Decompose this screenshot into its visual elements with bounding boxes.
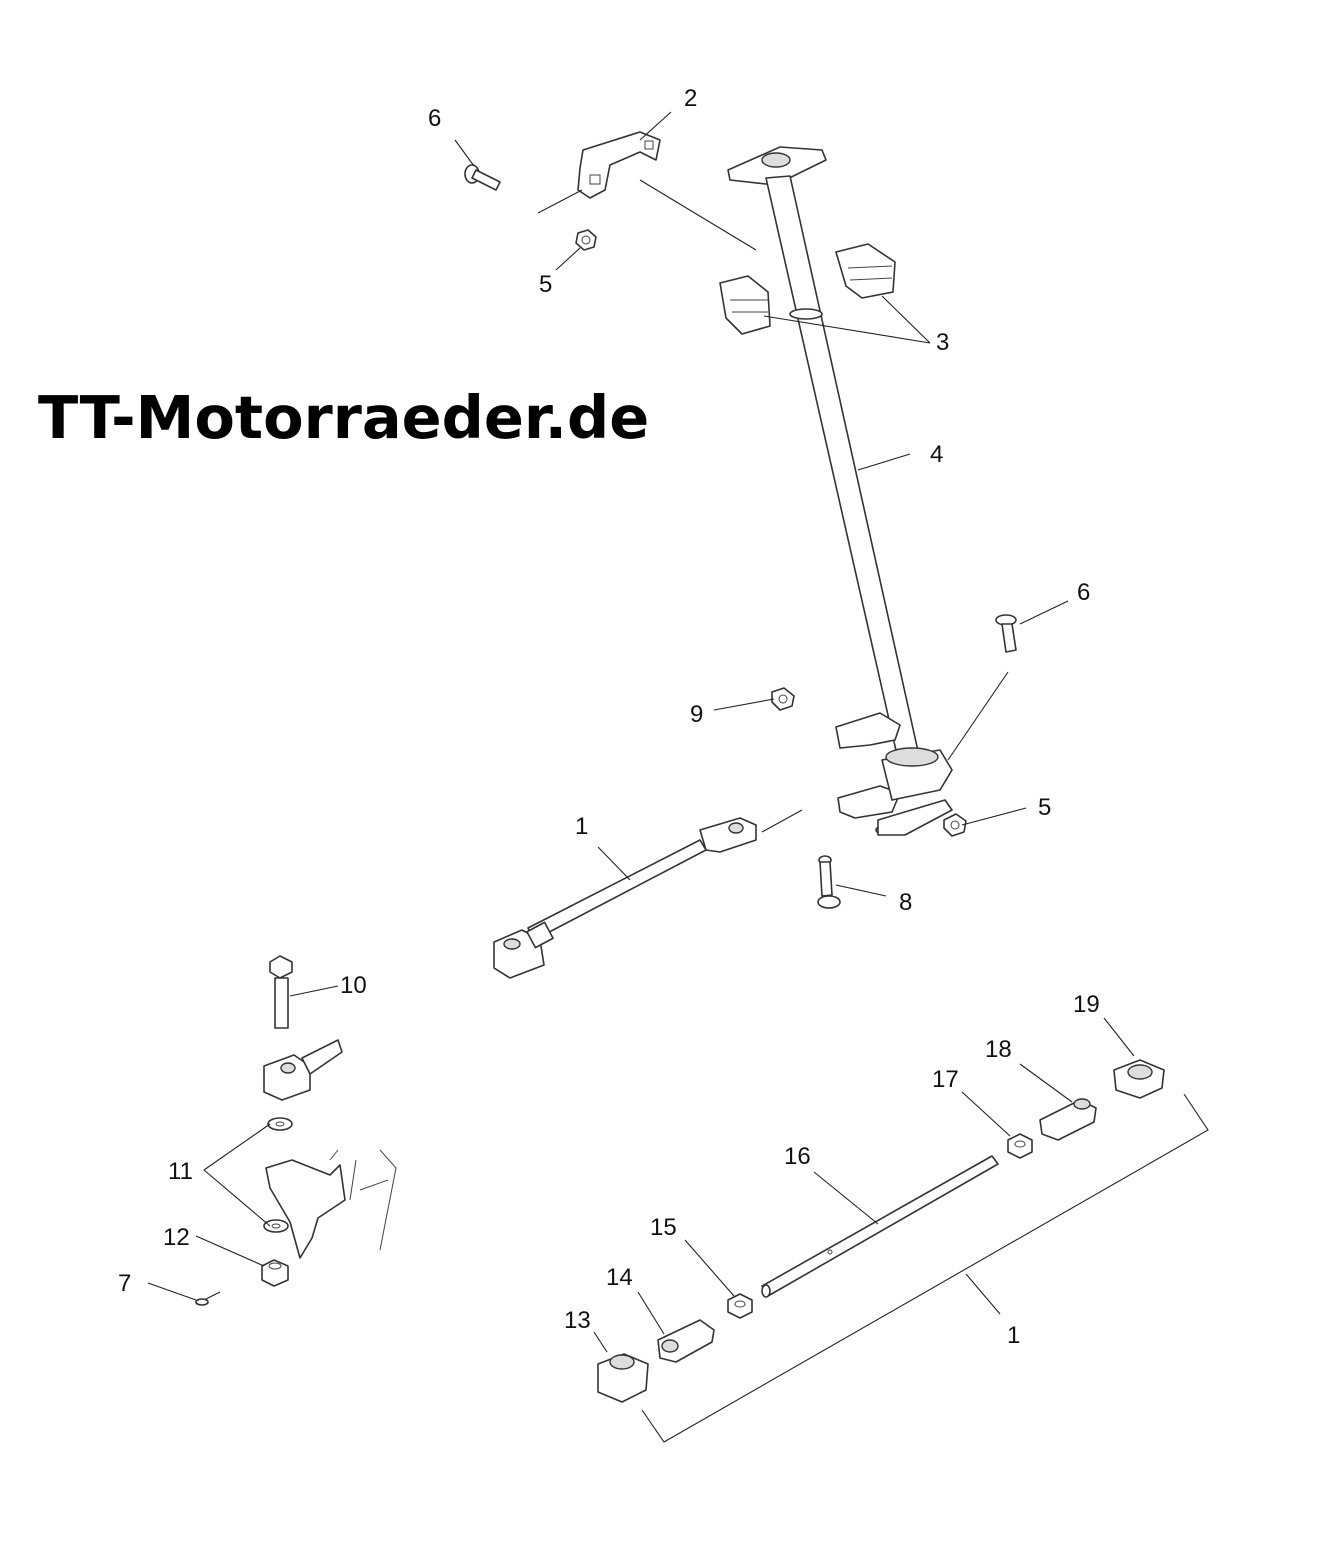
callout-7: 7 [118,1270,131,1297]
callout-1-upper: 1 [575,813,588,840]
callout-1-lower: 1 [1007,1322,1020,1349]
jam-nut-part-15 [727,1293,753,1319]
leader-lines [147,111,1209,1443]
callout-2: 2 [684,85,697,112]
ball-joint-part-14 [657,1319,715,1363]
callout-11: 11 [168,1158,193,1185]
callout-5-upper: 5 [539,271,552,298]
callout-15: 15 [650,1214,677,1241]
washer-part-11-upper [267,1117,293,1131]
washer-part-11-lower [263,1219,289,1233]
nut-part-5-lower [943,813,967,837]
cotter-pin-part-7 [195,1291,221,1306]
tie-rod-part-1-assembled [493,817,757,979]
bushing-part-3-right [835,243,896,299]
rod-end-on-mount [263,1039,343,1101]
callout-19: 19 [1073,991,1100,1018]
callout-5-lower: 5 [1038,794,1051,821]
bolt-part-10 [269,955,293,1029]
steering-post-part-4 [727,146,953,836]
callout-13: 13 [564,1307,591,1334]
callout-9: 9 [690,701,703,728]
jam-nut-part-17 [1007,1133,1033,1159]
callout-3: 3 [936,329,949,356]
upper-bracket-part-2 [577,131,661,199]
callout-16: 16 [784,1143,811,1170]
nut-part-9 [771,687,795,711]
callout-4: 4 [930,441,943,468]
bolt-part-6-upper [464,164,501,191]
callout-8: 8 [899,889,912,916]
pitman-arm [265,1149,397,1259]
bushing-part-3-left [719,275,771,335]
callout-18: 18 [985,1036,1012,1063]
callout-labels: 6 2 5 3 4 6 9 5 1 8 10 19 18 17 16 11 15… [118,85,1100,1349]
bolt-part-8 [817,855,841,909]
nut-part-5-upper [575,229,597,251]
callout-10: 10 [340,972,367,999]
callout-12: 12 [163,1224,190,1251]
callout-6-upper: 6 [428,105,441,132]
rod-end-part-13 [597,1353,649,1403]
callout-14: 14 [606,1264,633,1291]
rod-end-part-19 [1113,1059,1165,1099]
tie-rod-part-16 [761,1155,999,1298]
nut-part-12 [261,1259,289,1287]
watermark-text: TT-Motorraeder.de [38,383,650,452]
bolt-part-6-right [995,614,1017,653]
ball-joint-part-18 [1039,1098,1097,1141]
callout-17: 17 [932,1066,959,1093]
callout-6-lower: 6 [1077,579,1090,606]
